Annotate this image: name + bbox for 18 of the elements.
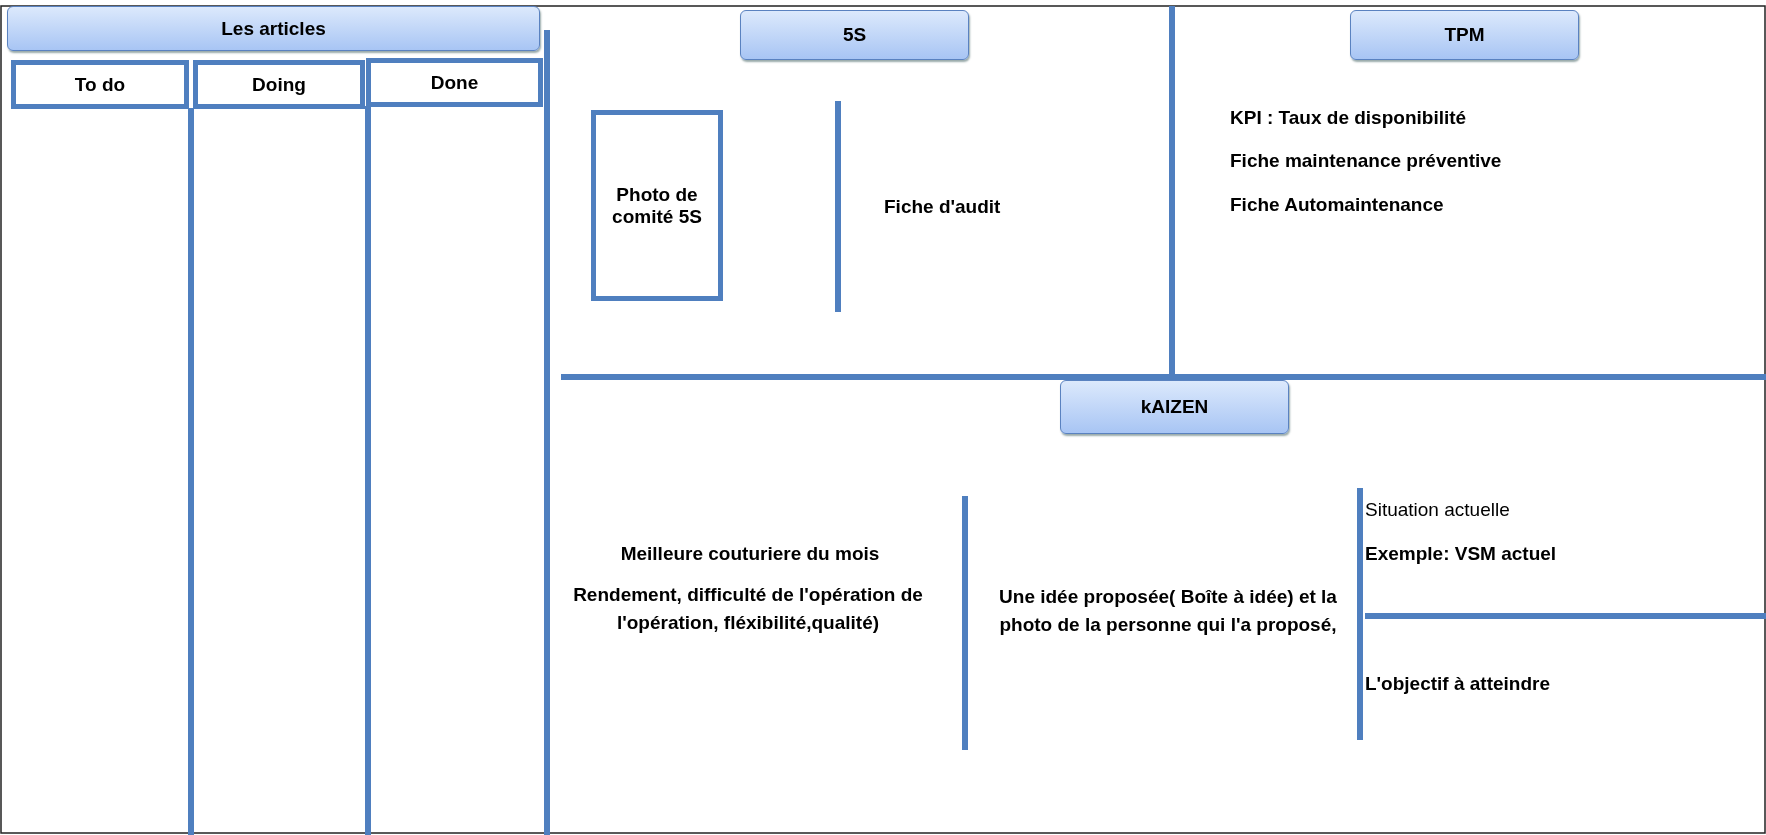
column-header: Doing <box>193 60 365 109</box>
header-bar: Les articles <box>7 6 540 51</box>
section-header: 5S <box>740 10 969 60</box>
label-text: Situation actuelle <box>1365 498 1511 522</box>
label-text: KPI : Taux de disponibilité <box>1230 106 1468 130</box>
section-header: kAIZEN <box>1060 380 1289 434</box>
label-text: Exemple: VSM actuel <box>1365 542 1558 566</box>
label-text: Fiche maintenance préventive <box>1230 149 1503 173</box>
column-header: To do <box>11 60 189 109</box>
section-header: TPM <box>1350 10 1579 60</box>
column-header: Done <box>366 58 543 107</box>
label-text: L'objectif à atteindre <box>1365 672 1552 696</box>
label-text: Une idée proposée( Boîte à idée) et la photo de la personne qui l'a proposé, <box>998 585 1338 637</box>
photo-box: Photo de comité 5S <box>591 110 723 301</box>
label-text: Rendement, difficulté de l'opération de l'opération, fléxibilité,qualité) <box>572 583 924 635</box>
label-text: Fiche Automaintenance <box>1230 193 1445 217</box>
label-text: Meilleure couturiere du mois <box>619 542 881 566</box>
label-text: Fiche d'audit <box>884 195 1002 219</box>
